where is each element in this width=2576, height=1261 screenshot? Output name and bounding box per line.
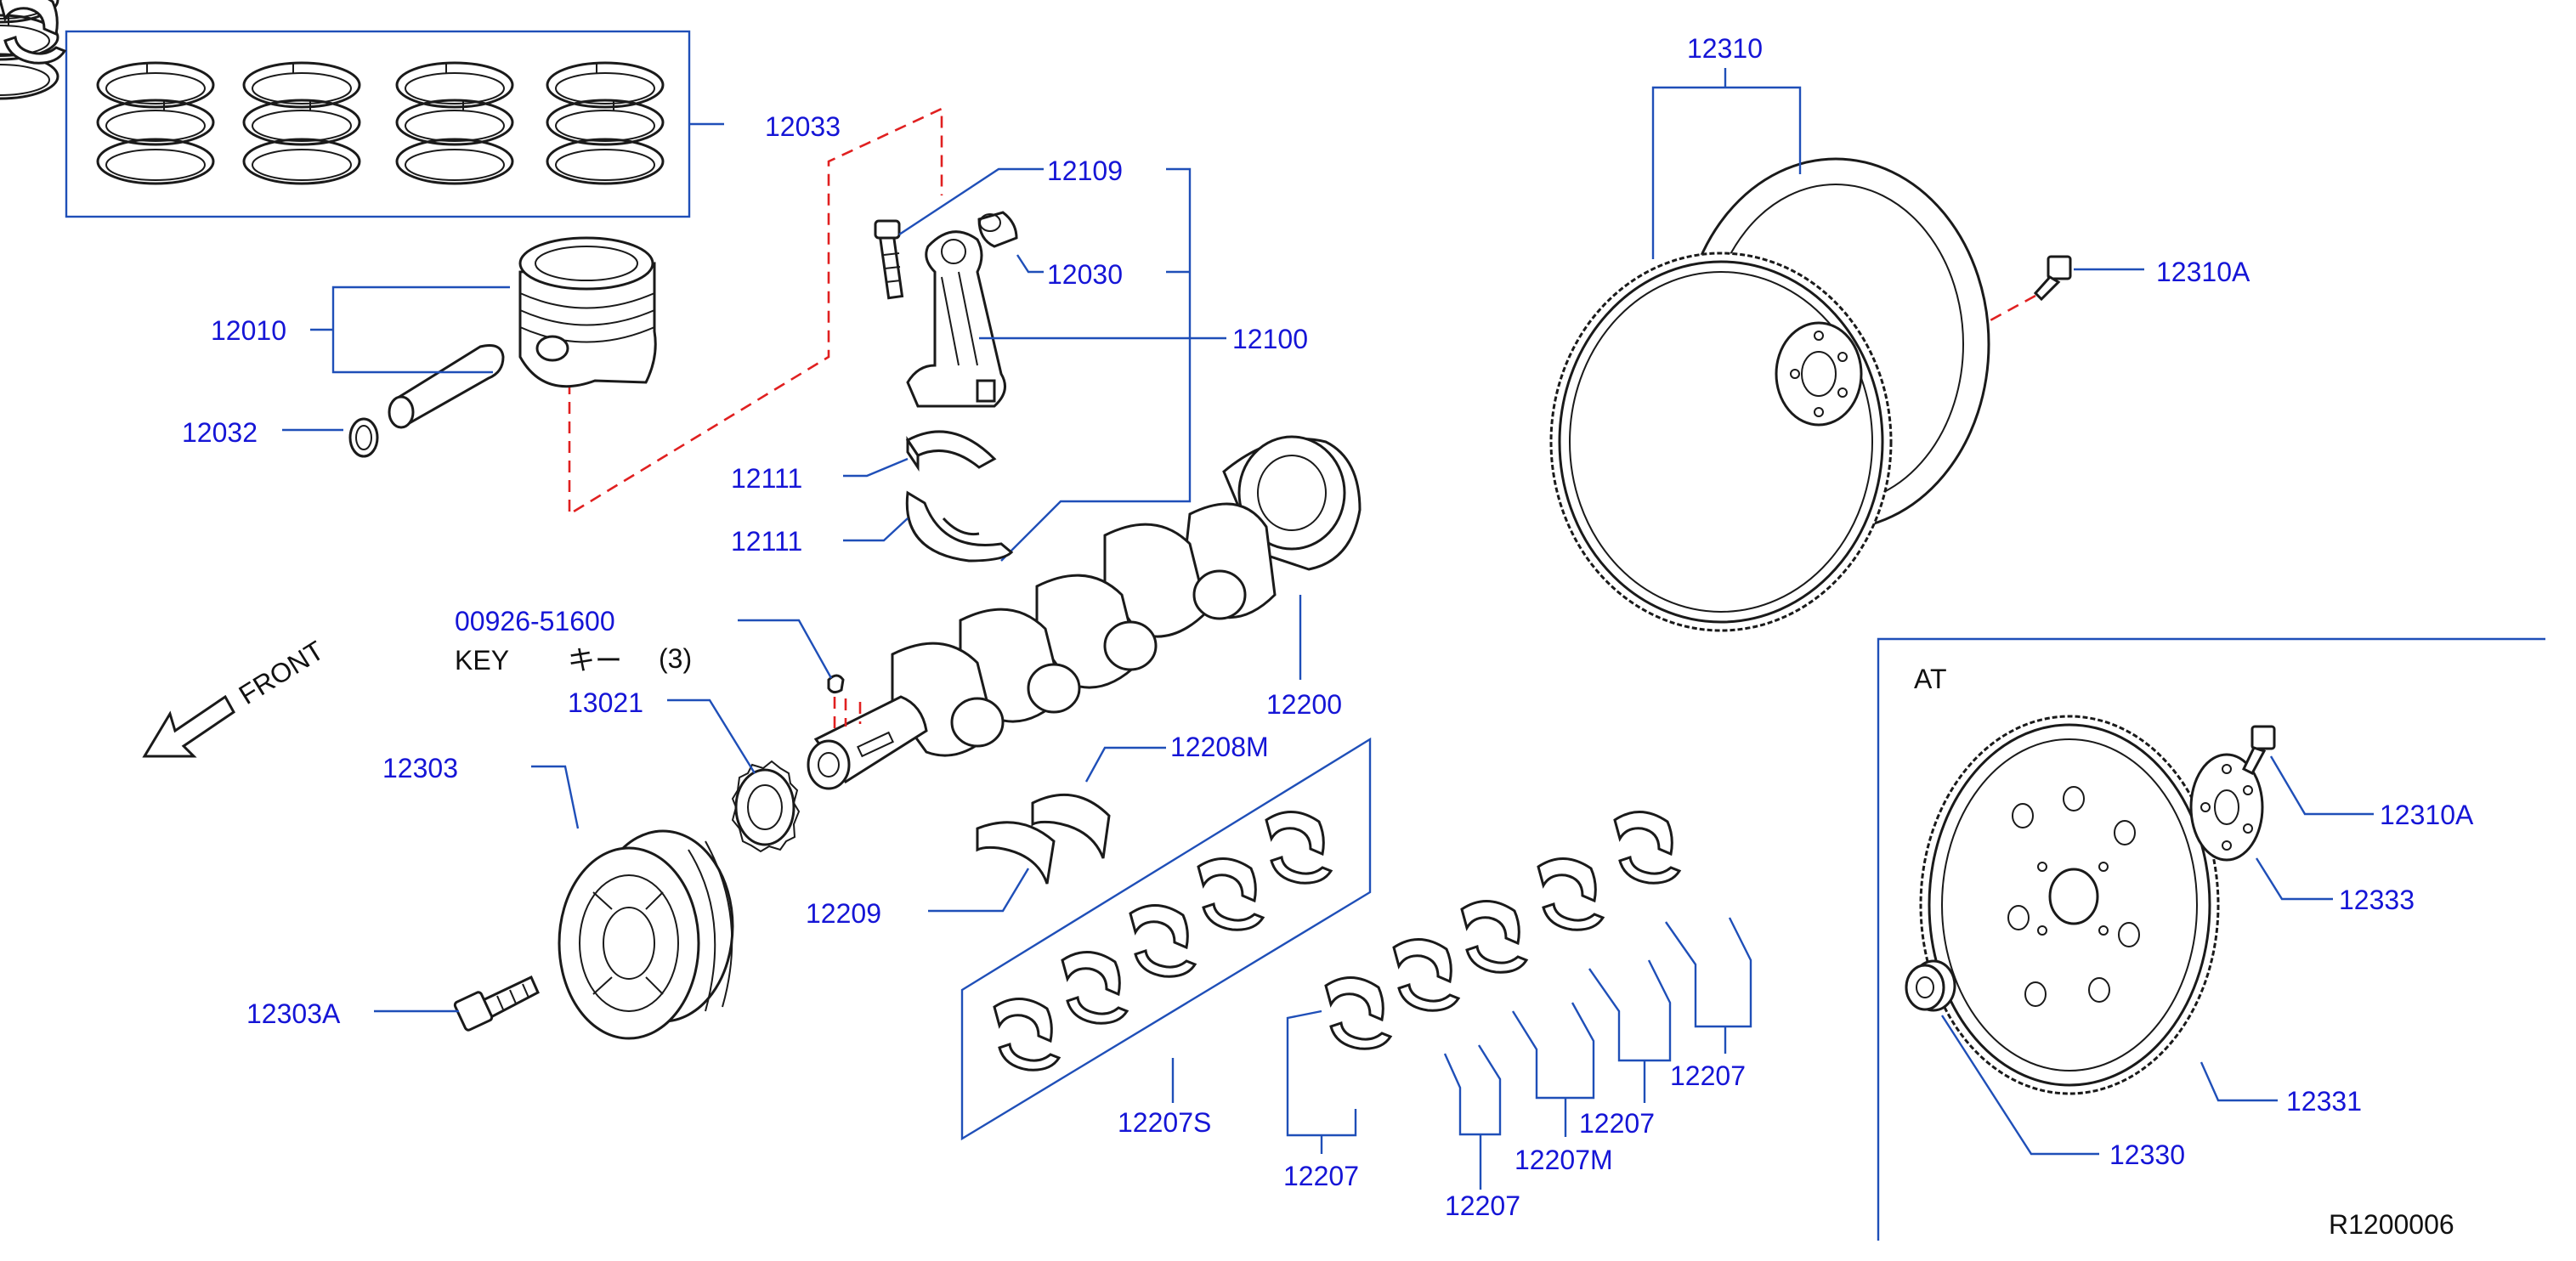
callout-12032: 12032	[182, 417, 258, 448]
callout-12207-d: 12207	[1670, 1060, 1746, 1091]
drive-plate[interactable]	[1919, 715, 2220, 1095]
piston-ring-set[interactable]	[0, 0, 691, 218]
drive-plate-bolt[interactable]	[2242, 725, 2276, 775]
rod-bearing-lower[interactable]	[905, 490, 1014, 563]
woodruff-key[interactable]	[827, 674, 845, 694]
callout-13021: 13021	[568, 687, 643, 718]
reinforcement-plate[interactable]	[2189, 753, 2264, 862]
callout-12330: 12330	[2109, 1139, 2185, 1170]
front-label: FRONT	[234, 635, 330, 710]
piston-pin[interactable]	[388, 344, 505, 429]
callout-12303A: 12303A	[246, 998, 341, 1029]
thrust-washer-lower[interactable]	[976, 821, 1056, 885]
main-bearings[interactable]	[1324, 810, 1681, 1050]
callout-12111-lower: 12111	[731, 526, 802, 557]
at-section-label: AT	[1914, 664, 1947, 694]
callout-12333: 12333	[2339, 885, 2415, 915]
callout-12303: 12303	[382, 753, 458, 783]
key-japanese: キー	[568, 645, 622, 676]
callout-12208M: 12208M	[1170, 732, 1269, 762]
front-arrow-icon	[142, 694, 235, 758]
pulley-bolt[interactable]	[453, 975, 540, 1032]
callout-12200: 12200	[1266, 689, 1342, 720]
callout-12209: 12209	[806, 898, 881, 929]
callout-12100: 12100	[1232, 324, 1308, 354]
callout-12207-c: 12207	[1579, 1108, 1655, 1139]
pilot-converter[interactable]	[1905, 959, 1956, 1012]
main-bearing-set[interactable]	[0, 0, 1372, 1141]
callout-12111-upper: 12111	[731, 463, 802, 494]
key-qty: (3)	[659, 643, 692, 674]
callout-12207M: 12207M	[1514, 1145, 1613, 1175]
crankshaft[interactable]	[807, 435, 1362, 790]
callout-12030: 12030	[1047, 259, 1123, 290]
callout-12310: 12310	[1687, 33, 1763, 64]
drawing-id: R1200006	[2329, 1209, 2454, 1240]
rod-bushing[interactable]	[977, 211, 1018, 248]
callout-12310A-plate: 12310A	[2380, 800, 2474, 830]
callout-12109: 12109	[1047, 156, 1123, 186]
callout-12331: 12331	[2286, 1086, 2362, 1117]
callout-12207-a: 12207	[1283, 1161, 1359, 1191]
crank-pulley[interactable]	[558, 829, 734, 1040]
flywheel-bolt[interactable]	[2033, 255, 2072, 302]
callout-12010: 12010	[211, 315, 286, 346]
rod-bolt[interactable]	[874, 219, 904, 300]
flywheel[interactable]	[1549, 157, 1990, 632]
key-part-number: 00926-51600	[455, 606, 615, 636]
connecting-rod[interactable]	[906, 230, 1006, 408]
thrust-washer-upper[interactable]	[1031, 793, 1111, 859]
callout-12207-b: 12207	[1445, 1190, 1520, 1221]
rod-bearing-upper[interactable]	[905, 430, 997, 472]
callout-12310A-flywheel: 12310A	[2156, 257, 2250, 287]
key-text: KEY	[455, 645, 509, 676]
snap-ring[interactable]	[348, 417, 379, 458]
callout-12207S: 12207S	[1118, 1107, 1211, 1138]
callout-12033: 12033	[765, 111, 841, 142]
crank-sprocket[interactable]	[731, 760, 801, 853]
piston[interactable]	[518, 236, 657, 388]
